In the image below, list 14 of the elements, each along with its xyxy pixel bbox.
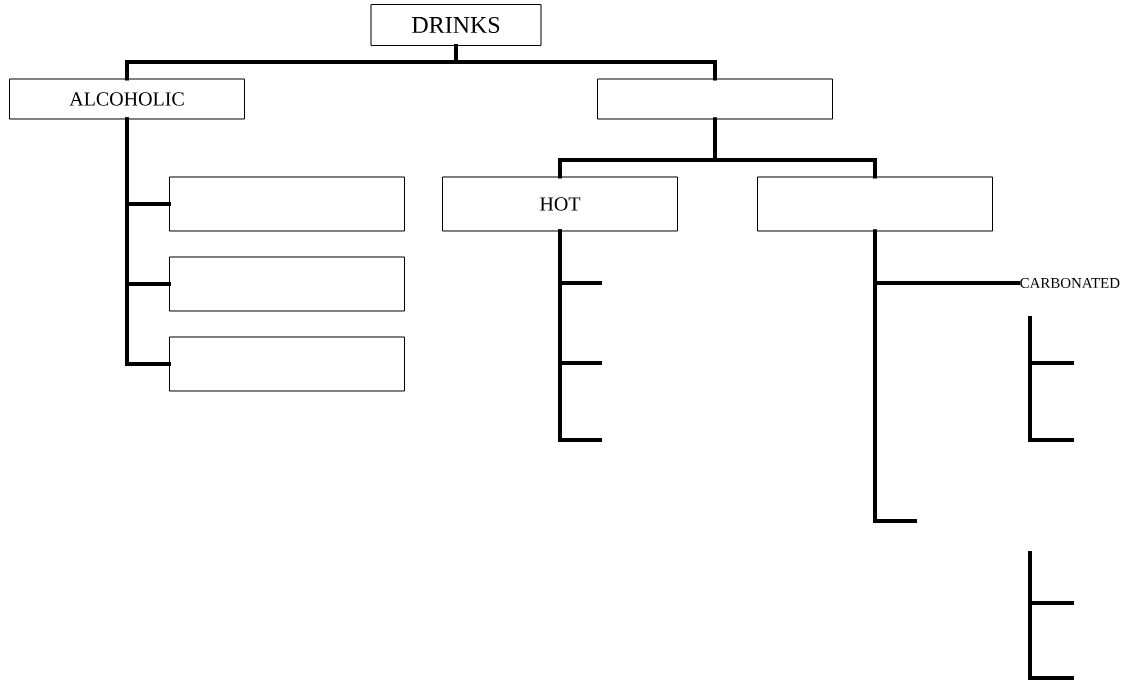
connector-line <box>125 117 171 366</box>
category-box: ALCOHOLIC <box>9 78 245 120</box>
category-box <box>169 176 405 232</box>
category-label: CARBONATED <box>1020 277 1120 288</box>
category-box <box>169 256 405 312</box>
category-box <box>597 78 833 120</box>
connector-line <box>873 229 917 523</box>
connector-line <box>558 229 602 442</box>
category-box <box>757 176 993 232</box>
category-box: HOT <box>442 176 678 232</box>
connector-line <box>454 44 717 81</box>
category-box <box>169 336 405 392</box>
category-box: DRINKS <box>370 4 542 46</box>
connector-line <box>713 117 877 179</box>
